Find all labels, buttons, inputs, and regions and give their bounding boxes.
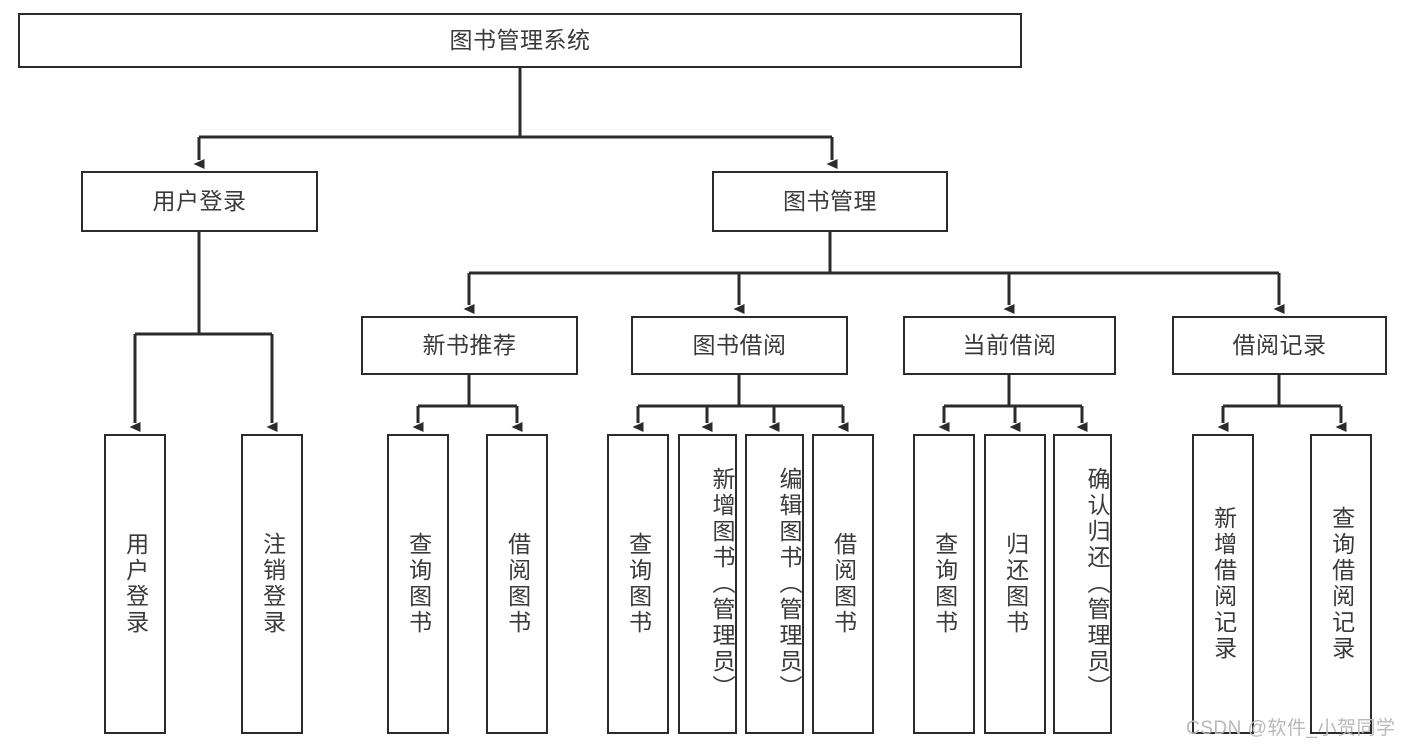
leaf-add-book-label: 新增图书（管理员） bbox=[709, 467, 735, 701]
leaf-query-borrow-record-label: 查询借阅记录 bbox=[1328, 506, 1355, 662]
leaf-borrow-book[interactable]: 借阅图书 bbox=[812, 434, 874, 734]
leaf-return-book-label: 归还图书 bbox=[1002, 532, 1029, 636]
leaf-query-borrow-record[interactable]: 查询借阅记录 bbox=[1310, 434, 1372, 734]
leaf-query-book-rec[interactable]: 查询图书 bbox=[387, 434, 449, 734]
watermark-text: CSDN @软件_小贺同学 bbox=[1186, 718, 1396, 739]
leaf-user-login[interactable]: 用户登录 bbox=[104, 434, 166, 734]
node-current-borrow-label: 当前借阅 bbox=[962, 331, 1057, 358]
node-user-login-label: 用户登录 bbox=[152, 187, 247, 214]
leaf-edit-book[interactable]: 编辑图书（管理员） bbox=[745, 434, 804, 734]
node-current-borrow[interactable]: 当前借阅 bbox=[903, 316, 1116, 375]
leaf-add-book[interactable]: 新增图书（管理员） bbox=[678, 434, 737, 734]
leaf-query-book-cur-label: 查询图书 bbox=[931, 532, 958, 636]
leaf-query-book-borrow[interactable]: 查询图书 bbox=[607, 434, 669, 734]
leaf-query-book-rec-label: 查询图书 bbox=[405, 532, 432, 636]
node-root-label: 图书管理系统 bbox=[449, 26, 591, 53]
leaf-borrow-book-rec-label: 借阅图书 bbox=[504, 532, 531, 636]
node-book-borrow-label: 图书借阅 bbox=[692, 331, 787, 358]
leaf-query-book-cur[interactable]: 查询图书 bbox=[913, 434, 975, 734]
leaf-add-borrow-record[interactable]: 新增借阅记录 bbox=[1192, 434, 1254, 734]
node-book-management[interactable]: 图书管理 bbox=[712, 171, 948, 232]
leaf-confirm-return-label: 确认归还（管理员） bbox=[1084, 467, 1110, 701]
node-new-book-recommend-label: 新书推荐 bbox=[422, 331, 517, 358]
node-user-login[interactable]: 用户登录 bbox=[81, 171, 318, 232]
node-root[interactable]: 图书管理系统 bbox=[18, 13, 1022, 68]
leaf-user-login-label: 用户登录 bbox=[122, 532, 149, 636]
leaf-return-book[interactable]: 归还图书 bbox=[984, 434, 1046, 734]
node-book-borrow[interactable]: 图书借阅 bbox=[631, 316, 848, 375]
leaf-borrow-book-rec[interactable]: 借阅图书 bbox=[486, 434, 548, 734]
node-borrow-records[interactable]: 借阅记录 bbox=[1172, 316, 1387, 375]
node-borrow-records-label: 借阅记录 bbox=[1232, 331, 1327, 358]
leaf-logout-login-label: 注销登录 bbox=[259, 532, 286, 636]
leaf-query-book-borrow-label: 查询图书 bbox=[625, 532, 652, 636]
leaf-logout-login[interactable]: 注销登录 bbox=[241, 434, 303, 734]
leaf-add-borrow-record-label: 新增借阅记录 bbox=[1210, 506, 1237, 662]
leaf-edit-book-label: 编辑图书（管理员） bbox=[776, 467, 802, 701]
leaf-borrow-book-label: 借阅图书 bbox=[830, 532, 857, 636]
node-book-management-label: 图书管理 bbox=[783, 187, 877, 214]
leaf-confirm-return[interactable]: 确认归还（管理员） bbox=[1053, 434, 1112, 734]
node-new-book-recommend[interactable]: 新书推荐 bbox=[361, 316, 578, 375]
